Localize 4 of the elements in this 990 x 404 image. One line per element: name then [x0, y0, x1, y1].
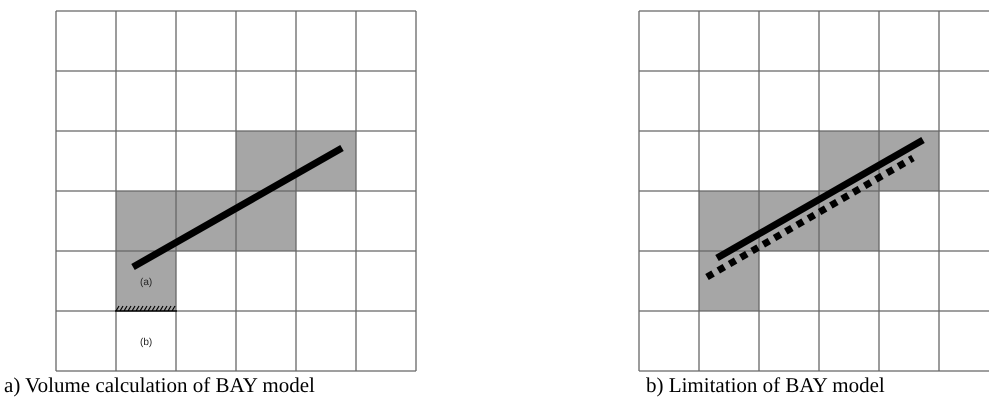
- figure-caption: b) Limitation of BAY model: [646, 375, 885, 396]
- cell-label: (b): [140, 338, 152, 348]
- figure-caption: a) Volume calculation of BAY model: [4, 375, 315, 396]
- cell-label: (a): [140, 278, 152, 288]
